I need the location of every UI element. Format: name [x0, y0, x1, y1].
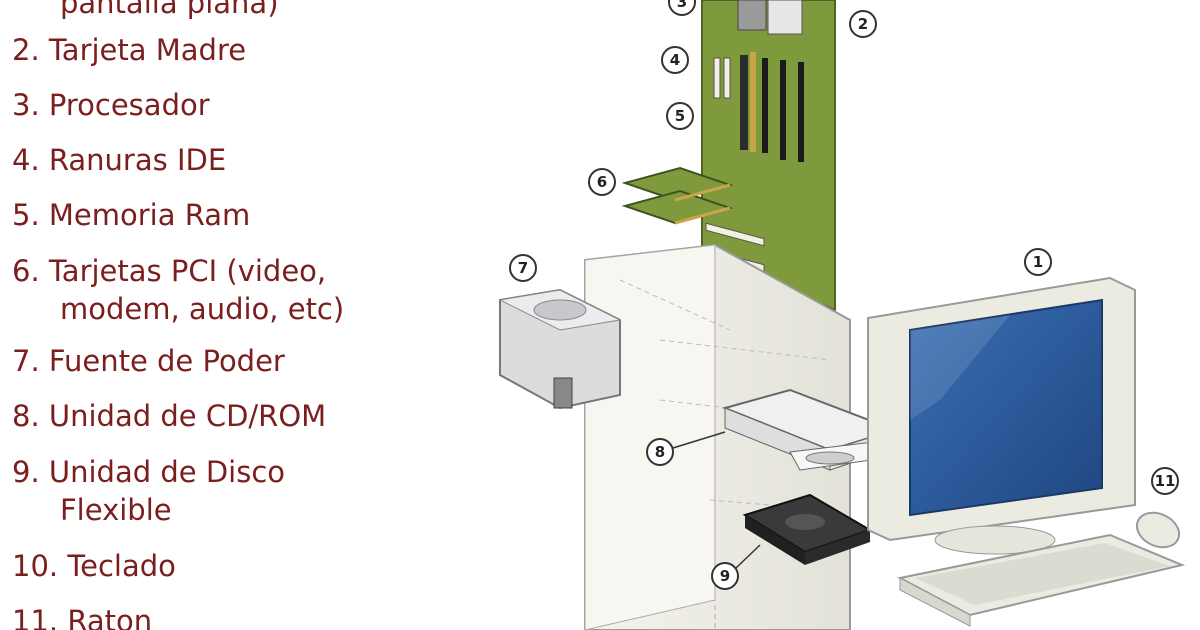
list-item-text: Raton [67, 604, 153, 630]
ram-module [740, 55, 748, 150]
list-item-number: 8. [12, 399, 40, 433]
motherboard [701, 0, 836, 312]
list-item-text: modem, audio, etc) [60, 292, 345, 326]
list-item-text: Memoria Ram [48, 198, 251, 232]
list-item-8: 8. Unidad de CD/ROM [12, 397, 326, 435]
svg-text:6: 6 [597, 173, 607, 191]
svg-text:4: 4 [670, 51, 680, 69]
list-item-number: 6. [12, 254, 40, 288]
list-item-text: Tarjetas PCI (video, [48, 254, 327, 288]
svg-text:3: 3 [677, 0, 687, 11]
list-item-10: 10. Teclado [12, 547, 176, 585]
list-item-text: Tarjeta Madre [48, 33, 247, 67]
list-item-2: 2. Tarjeta Madre [12, 31, 246, 69]
svg-text:2: 2 [858, 15, 868, 33]
list-item-text: pantalla plana) [60, 0, 279, 20]
list-item-11: 11. Raton [12, 602, 152, 630]
svg-text:9: 9 [720, 567, 730, 585]
list-item-text: Unidad de CD/ROM [48, 399, 327, 433]
monitor [867, 276, 1136, 555]
list-item-3: 3. Procesador [12, 86, 210, 124]
svg-text:8: 8 [655, 443, 665, 461]
list-item-text: Ranuras IDE [48, 143, 227, 177]
callout-8: 8 [646, 431, 726, 466]
keyboard [897, 533, 1186, 627]
svg-text:11: 11 [1155, 472, 1176, 490]
svg-text:7: 7 [518, 259, 528, 277]
computer-parts-diagram: 3 2 4 5 6 7 1 8 9 11 [498, 0, 1186, 630]
list-item-number: 5. [12, 198, 40, 232]
mouse [1135, 511, 1181, 549]
list-item-number: 2. [12, 33, 40, 67]
list-item-number: 10. [12, 549, 59, 583]
list-item-number: 7. [12, 344, 40, 378]
callout-6: 6 [588, 168, 616, 196]
list-item-5: 5. Memoria Ram [12, 196, 250, 234]
callout-5: 5 [666, 102, 694, 130]
list-item-9: 9. Unidad de Disco [12, 453, 285, 491]
list-item-6-continued: modem, audio, etc) [12, 290, 344, 328]
callout-4: 4 [661, 46, 689, 74]
power-supply [498, 288, 622, 410]
list-item-text: Procesador [48, 88, 210, 122]
ide-slot [723, 57, 731, 99]
list-item-7: 7. Fuente de Poder [12, 342, 285, 380]
list-item-number: 3. [12, 88, 40, 122]
svg-text:5: 5 [675, 107, 685, 125]
svg-text:1: 1 [1033, 253, 1043, 271]
list-item-4: 4. Ranuras IDE [12, 141, 226, 179]
list-item-text: Fuente de Poder [48, 344, 285, 378]
list-item-text: Flexible [60, 493, 172, 527]
ide-slot [713, 57, 721, 99]
callout-2: 2 [849, 10, 877, 38]
callout-1: 1 [1024, 248, 1052, 276]
callout-9: 9 [711, 544, 761, 590]
list-item-number: 11. [12, 604, 59, 630]
callout-11: 11 [1151, 467, 1179, 495]
list-item-number: 4. [12, 143, 40, 177]
callout-3: 3 [668, 0, 696, 16]
list-item-number: 9. [12, 455, 40, 489]
list-item-text: Teclado [67, 549, 176, 583]
list-item-1-continued: pantalla plana) [12, 0, 279, 22]
pci-cards [621, 166, 734, 225]
callout-7: 7 [509, 254, 537, 282]
list-item-text: Unidad de Disco [48, 455, 286, 489]
processor [737, 0, 767, 31]
component-list: pantalla plana) 2. Tarjeta Madre 3. Proc… [0, 0, 470, 630]
list-item-9-continued: Flexible [12, 491, 172, 529]
list-item-6: 6. Tarjetas PCI (video, [12, 252, 326, 290]
